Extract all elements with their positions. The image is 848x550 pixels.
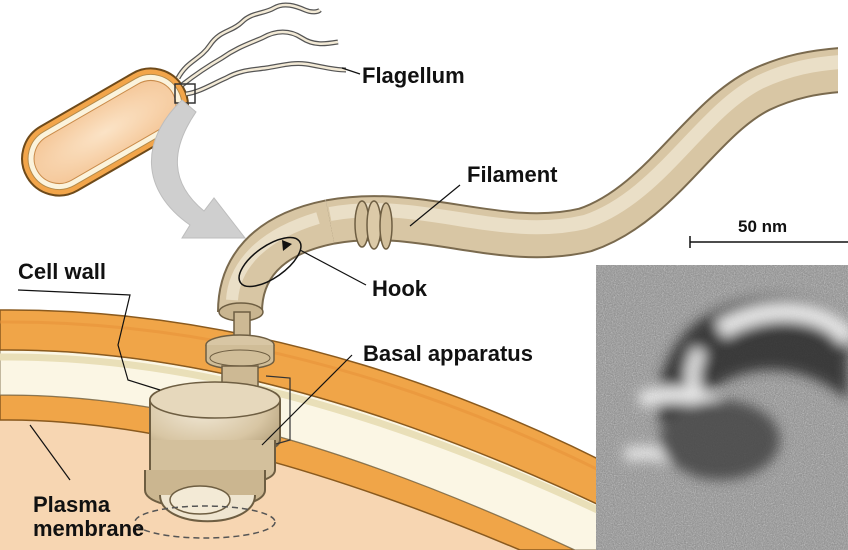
zoom-arrow (151, 100, 245, 238)
label-flagellum: Flagellum (362, 63, 465, 88)
hook-filament-junction (355, 201, 392, 249)
scale-bar: 50 nm (690, 217, 848, 248)
label-plasma-line2: membrane (33, 516, 144, 541)
label-basal-apparatus: Basal apparatus (363, 341, 533, 366)
electron-micrograph (596, 265, 848, 550)
label-cell-wall: Cell wall (18, 259, 106, 284)
label-filament: Filament (467, 162, 558, 187)
label-hook: Hook (372, 276, 428, 301)
label-plasma-line1: Plasma (33, 492, 111, 517)
scale-bar-label: 50 nm (738, 217, 787, 236)
hook-leader (300, 250, 366, 285)
